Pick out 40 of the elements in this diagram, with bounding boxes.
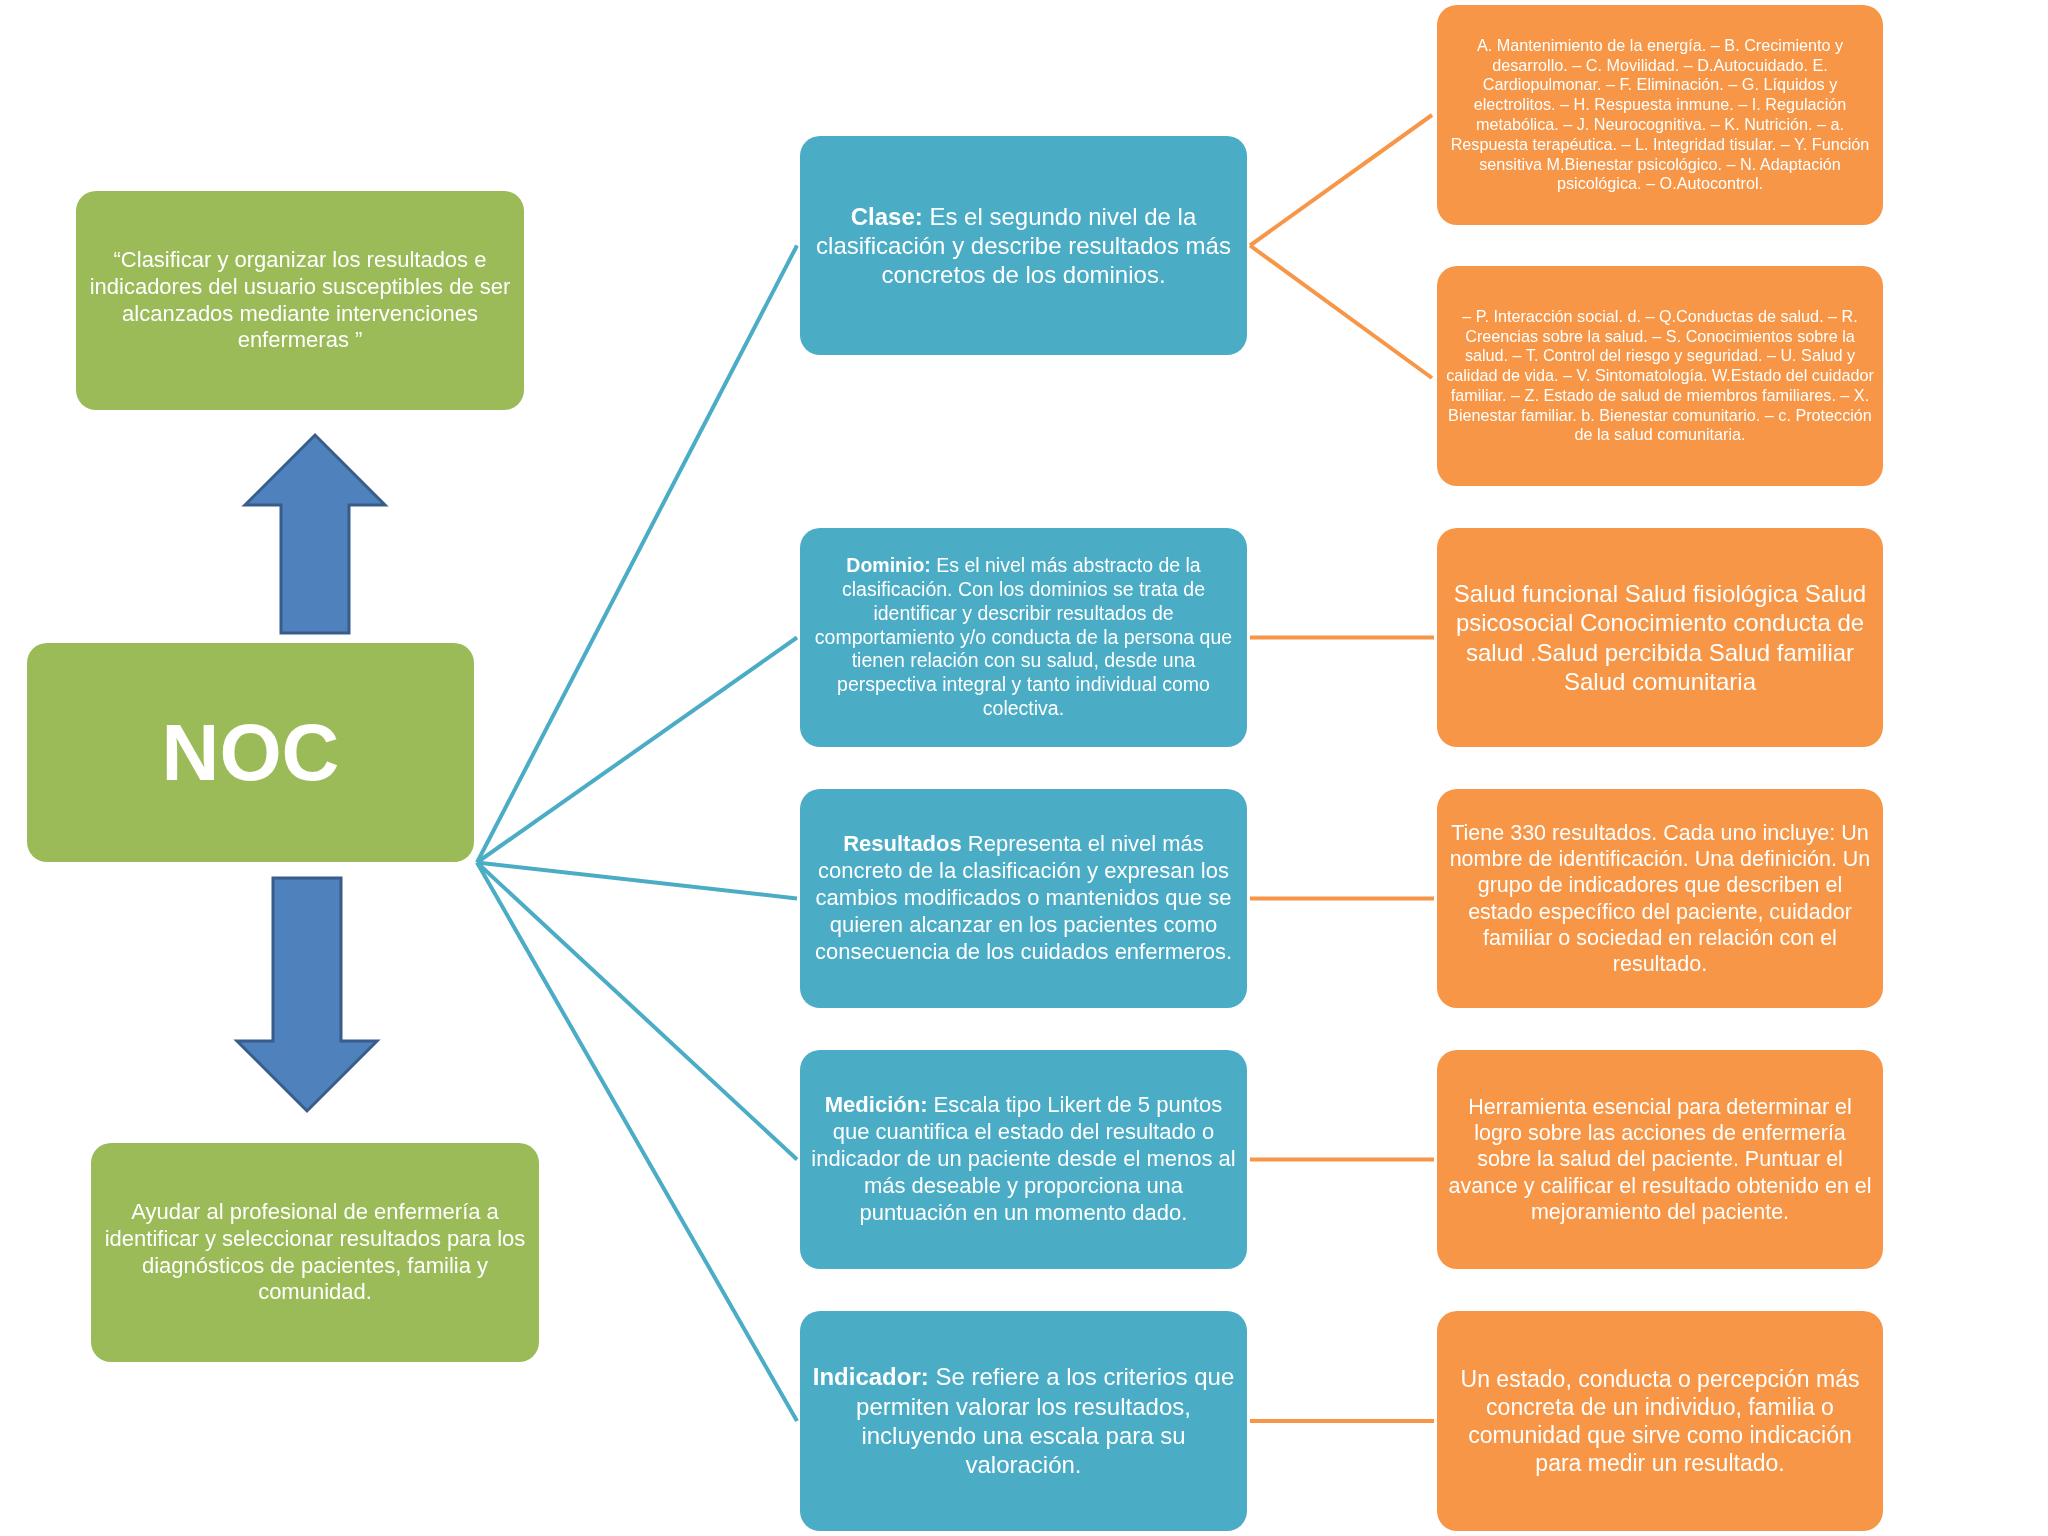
connector-line — [1250, 896, 1434, 901]
box-text: Indicador: Se refiere a los criterios que permiten valorar los resultados, incluyendo una escala para su valoración. — [811, 1362, 1236, 1480]
detail-box — [1437, 5, 1883, 225]
box-text: Resultados Representa el nivel más concreto de la clasificación y expresan los cambios modificados o mantenidos que se quieren alcanzar en los pacientes como consecuencia de los cuidados enfermeros. — [814, 831, 1233, 966]
block-arrow — [233, 876, 381, 1114]
detail-box — [1437, 789, 1883, 1008]
box-text: “Clasificar y organizar los resultados e indicadores del usuario susceptibles de ser alcanzados mediante intervenciones enfermeras ” — [88, 246, 512, 355]
box-text: Dominio: Es el nivel más abstracto de la clasificación. Con los dominios se trata de identificar y describir resultados de comportamiento y/o conducta de la persona que tienen relación con su salud, desde una perspectiva integral y tanto individual como colectiva. — [813, 554, 1234, 721]
detail-box — [1437, 1050, 1883, 1269]
purpose-box — [91, 1143, 539, 1362]
box-text: Salud funcional Salud fisiológica Salud psicosocial Conocimiento conducta de salud .Salud percibida Salud familiar Salud comunitaria — [1452, 578, 1868, 697]
box-text: Ayudar al profesional de enfermería a identificar y seleccionar resultados para los diagnósticos de pacientes, familia y comunidad. — [103, 1198, 527, 1307]
connector-line — [475, 861, 799, 1422]
concept-box — [800, 1311, 1247, 1531]
connector-line — [475, 244, 799, 864]
box-text: Tiene 330 resultados. Cada uno incluye: Un nombre de identificación. Una definición. Un grupo de indicadores que describen el estado específico del paciente, cuidador familiar o sociedad en relación con el resultado. — [1448, 819, 1872, 978]
box-text: Un estado, conducta o percepción más concreta de un individuo, familia o comunidad que sirve como indicación para medir un resultado. — [1459, 1364, 1861, 1478]
connector-line — [1248, 113, 1434, 248]
box-text: – P. Interacción social. d. – Q.Conductas de salud. – R. Creencias sobre la salud. – S. Conocimientos sobre la salud. – T. Control del riesgo y seguridad. – U. Salud y calidad de vida. – V. Sintomatología. W.Estado del cuidador familiar. – Z. Estado de salud de miembros familiares. – X. Bienestar familiar. b. Bienestar comunitario. – c. Protección de la salud comunitaria. — [1445, 306, 1875, 446]
concept-box — [800, 528, 1247, 747]
box-text: Medición: Escala tipo Likert de 5 puntos que cuantifica el estado del resultado o indicador de un paciente desde el menos al más deseable y proporciona una puntuación en un momento dado. — [810, 1092, 1237, 1227]
concept-box — [800, 789, 1247, 1008]
purpose-box — [76, 191, 524, 410]
connector-line — [1250, 635, 1434, 640]
detail-box — [1437, 528, 1883, 747]
title-text: NOC — [161, 706, 340, 799]
concept-box — [800, 1050, 1247, 1269]
connector-line — [1250, 1419, 1434, 1423]
box-text: Herramienta esencial para determinar el logro sobre las acciones de enfermería sobre la salud del paciente. Puntuar el avance y calificar el resultado obtenido en el mejoramiento del paciente. — [1447, 1093, 1873, 1226]
block-arrow — [241, 432, 389, 635]
concept-box — [800, 136, 1247, 355]
main-concept-box — [27, 643, 474, 862]
detail-box — [1437, 266, 1883, 486]
box-text: Clase: Es el segundo nivel de la clasificación y describe resultados más concretos de los dominios. — [815, 201, 1232, 290]
detail-box — [1437, 1311, 1883, 1531]
connector-line — [1248, 243, 1434, 380]
connector-line — [1250, 1157, 1434, 1162]
connector-line — [475, 861, 799, 1161]
connector-line — [475, 635, 799, 865]
box-text: A. Mantenimiento de la energía. – B. Crecimiento y desarrollo. – C. Movilidad. – D.Autocuidado. E. Cardiopulmonar. – F. Eliminación. – G. Líquidos y electrolitos. – H. Respuesta inmune. – I. Regulación metabólica. – J. Neurocognitiva. – K. Nutrición. – a. Respuesta terapéutica. – L. Integridad tisular. – Y. Función sensitiva M.Bienestar psicológico. – N. Adaptación psicológica. – O.Autocontrol. — [1449, 35, 1871, 195]
